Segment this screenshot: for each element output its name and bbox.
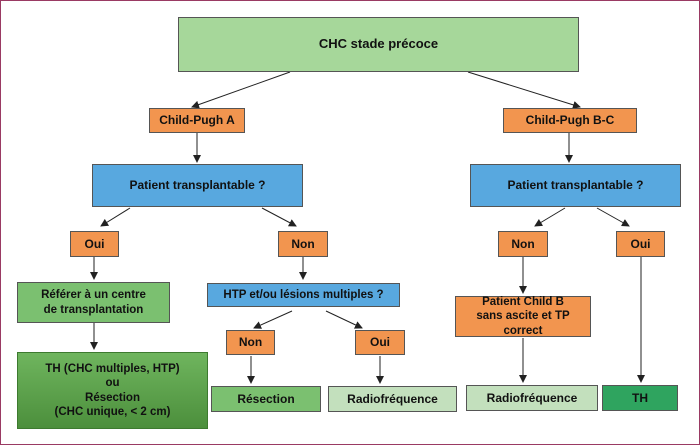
edge-questionR-non [534,207,566,227]
refer-line-1: Référer à un centre [41,289,146,302]
refer-line-2: de transplantation [43,303,144,316]
htp-non-label: Non [238,335,263,349]
edge-root-childA [191,71,291,109]
oui-left-label: Oui [84,236,105,251]
edge-questionL-non [261,207,297,227]
transplantable-question-left: Patient transplantable ? [92,164,303,207]
edge-root-childBC [467,71,581,109]
oui-left-node: Oui [70,231,119,257]
th-or-resection-node: TH (CHC multiples, HTP) ou Résection (CH… [17,352,208,429]
transplantable-question-right-label: Patient transplantable ? [507,178,644,192]
transplantable-question-left-label: Patient transplantable ? [129,178,266,192]
non-left-label: Non [291,236,315,251]
edge-questionL-oui [100,207,131,227]
htp-question-label: HTP et/ou lésions multiples ? [223,288,384,301]
htp-oui-label: Oui [370,335,390,349]
th-line-2: ou [105,377,120,390]
edge-questionR-oui [596,207,630,227]
resection-node: Résection [211,386,321,412]
th-right-label: TH [632,390,648,405]
edge-htp-oui [325,310,363,329]
child-pugh-bc-label: Child-Pugh B-C [525,113,615,127]
child-b-line-2: sans ascite et TP correct [476,310,570,337]
child-pugh-a-node: Child-Pugh A [149,108,245,133]
th-line-3: Résection [85,391,140,404]
htp-question-node: HTP et/ou lésions multiples ? [207,283,400,307]
patient-child-b-node: Patient Child B sans ascite et TP correc… [455,296,591,337]
non-right-node: Non [498,231,548,257]
child-pugh-bc-node: Child-Pugh B-C [503,108,637,133]
child-b-line-1: Patient Child B [482,295,564,308]
htp-oui-node: Oui [355,330,405,355]
oui-right-label: Oui [630,236,651,251]
htp-non-node: Non [226,330,275,355]
resection-label: Résection [237,391,295,406]
refer-transplant-center-node: Référer à un centre de transplantation [17,282,170,323]
radiofrequency-right-node: Radiofréquence [466,385,598,411]
transplantable-question-right: Patient transplantable ? [470,164,681,207]
radiofrequency-left-label: Radiofréquence [347,391,438,406]
child-pugh-a-label: Child-Pugh A [159,113,235,127]
radiofrequency-right-label: Radiofréquence [486,390,578,405]
edge-htp-non [253,310,293,329]
th-line-4: (CHC unique, < 2 cm) [54,405,171,418]
non-left-node: Non [278,231,328,257]
non-right-label: Non [511,236,535,251]
oui-right-node: Oui [616,231,665,257]
root-label: CHC stade précoce [318,36,439,52]
th-line-1: TH (CHC multiples, HTP) [45,362,180,375]
radiofrequency-left-node: Radiofréquence [328,386,457,412]
root-node: CHC stade précoce [178,17,579,72]
th-right-node: TH [602,385,678,411]
